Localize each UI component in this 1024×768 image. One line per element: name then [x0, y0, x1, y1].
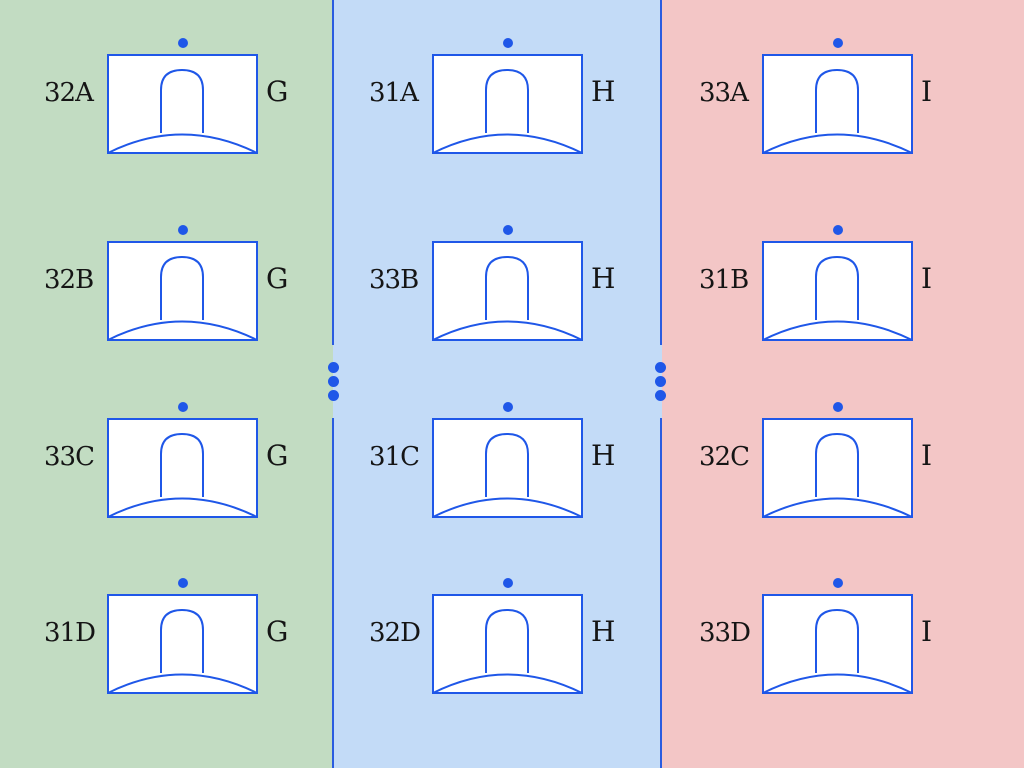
- top-dot-marker: [833, 38, 843, 48]
- cell-code-label: 31C: [369, 442, 420, 472]
- diagram-cell-green-1: 32A G: [0, 38, 330, 198]
- cell-code-label: 32A: [44, 78, 94, 108]
- dot-marker: [328, 390, 339, 401]
- cell-group-letter: I: [921, 615, 933, 648]
- divider-left-upper: [332, 0, 334, 345]
- arch-frame: [107, 241, 258, 341]
- diagram-cell-blue-2: 33B H: [325, 225, 655, 385]
- arch-diagram-icon: [762, 241, 913, 341]
- cell-group-letter: G: [266, 75, 289, 108]
- arch-frame: [432, 54, 583, 154]
- arch-diagram-icon: [432, 54, 583, 154]
- top-dot-marker: [503, 38, 513, 48]
- arch-frame: [432, 241, 583, 341]
- arch-frame: [762, 241, 913, 341]
- arch-diagram-icon: [762, 418, 913, 518]
- diagram-cell-red-3: 32C I: [655, 402, 985, 562]
- divider-left-dots: [328, 362, 340, 404]
- cell-code-label: 33B: [369, 265, 419, 295]
- diagram-cell-blue-4: 32D H: [325, 578, 655, 738]
- arch-frame: [762, 54, 913, 154]
- arch-diagram-icon: [432, 418, 583, 518]
- dot-marker: [655, 362, 666, 373]
- cell-code-label: 31D: [44, 618, 96, 648]
- arch-diagram-icon: [432, 594, 583, 694]
- top-dot-marker: [503, 578, 513, 588]
- cell-code-label: 32C: [699, 442, 750, 472]
- diagram-cell-red-2: 31B I: [655, 225, 985, 385]
- diagram-cell-green-3: 33C G: [0, 402, 330, 562]
- cell-code-label: 31A: [369, 78, 419, 108]
- arch-diagram-icon: [107, 594, 258, 694]
- cell-code-label: 31B: [699, 265, 749, 295]
- cell-group-letter: H: [591, 615, 616, 648]
- arch-diagram-icon: [107, 54, 258, 154]
- cell-group-letter: G: [266, 439, 289, 472]
- cell-group-letter: H: [591, 439, 616, 472]
- divider-right-lower: [660, 418, 662, 768]
- cell-code-label: 33A: [699, 78, 749, 108]
- cell-code-label: 32B: [44, 265, 94, 295]
- divider-left-lower: [332, 418, 334, 768]
- dot-marker: [328, 376, 339, 387]
- top-dot-marker: [178, 402, 188, 412]
- dot-marker: [655, 390, 666, 401]
- top-dot-marker: [178, 38, 188, 48]
- top-dot-marker: [503, 402, 513, 412]
- arch-frame: [762, 418, 913, 518]
- top-dot-marker: [833, 402, 843, 412]
- dot-marker: [328, 362, 339, 373]
- diagram-cell-blue-3: 31C H: [325, 402, 655, 562]
- top-dot-marker: [178, 578, 188, 588]
- divider-right-upper: [660, 0, 662, 345]
- cell-group-letter: I: [921, 439, 933, 472]
- dot-marker: [655, 376, 666, 387]
- arch-frame: [107, 418, 258, 518]
- cell-code-label: 33C: [44, 442, 95, 472]
- top-dot-marker: [833, 578, 843, 588]
- cell-group-letter: I: [921, 262, 933, 295]
- arch-diagram-icon: [762, 594, 913, 694]
- diagram-cell-green-2: 32B G: [0, 225, 330, 385]
- arch-diagram-icon: [762, 54, 913, 154]
- arch-diagram-icon: [432, 241, 583, 341]
- cell-group-letter: I: [921, 75, 933, 108]
- arch-frame: [107, 54, 258, 154]
- arch-frame: [107, 594, 258, 694]
- diagram-cell-green-4: 31D G: [0, 578, 330, 738]
- arch-frame: [432, 418, 583, 518]
- top-dot-marker: [833, 225, 843, 235]
- arch-frame: [432, 594, 583, 694]
- top-dot-marker: [178, 225, 188, 235]
- top-dot-marker: [503, 225, 513, 235]
- cell-group-letter: G: [266, 262, 289, 295]
- cell-group-letter: G: [266, 615, 289, 648]
- diagram-cell-blue-1: 31A H: [325, 38, 655, 198]
- arch-frame: [762, 594, 913, 694]
- diagram-cell-red-1: 33A I: [655, 38, 985, 198]
- cell-code-label: 32D: [369, 618, 421, 648]
- cell-group-letter: H: [591, 262, 616, 295]
- arch-diagram-icon: [107, 241, 258, 341]
- cell-code-label: 33D: [699, 618, 751, 648]
- diagram-cell-red-4: 33D I: [655, 578, 985, 738]
- cell-group-letter: H: [591, 75, 616, 108]
- divider-right-dots: [655, 362, 667, 404]
- arch-diagram-icon: [107, 418, 258, 518]
